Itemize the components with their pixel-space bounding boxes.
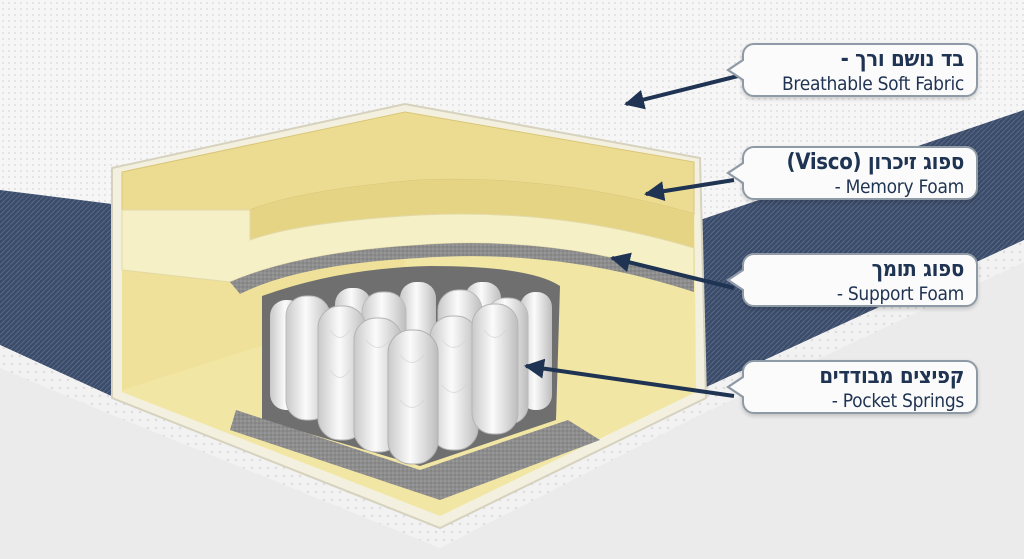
callout-fabric-english: Breathable Soft Fabric — [782, 72, 964, 95]
callout-fabric-hebrew: בד נושם ורך - — [840, 46, 965, 72]
callout-pocket-springs: קפיצים מבודדים - Pocket Springs — [726, 360, 978, 414]
callout-support-foam-hebrew: ספוג תומך — [871, 256, 965, 282]
callout-pocket-springs-english: - Pocket Springs — [831, 389, 965, 412]
callout-support-foam-english: - Support Foam — [836, 282, 964, 305]
side-band-left — [0, 190, 120, 400]
arrow-fabric — [624, 74, 739, 110]
callout-memory-foam-english: - Memory Foam — [834, 175, 965, 198]
pocket-springs — [270, 282, 552, 465]
base-felt — [230, 410, 600, 500]
callout-support-foam: ספוג תומך - Support Foam — [726, 253, 978, 307]
callout-pocket-springs-hebrew: קפיצים מבודדים — [819, 363, 964, 389]
arrow-support-foam — [610, 252, 735, 290]
bottom-border — [0, 240, 1024, 548]
callout-memory-foam-hebrew: ספוג זיכרון (Visco) — [786, 149, 964, 175]
arrow-pocket-springs — [524, 358, 735, 398]
arrows — [524, 74, 739, 398]
arrow-memory-foam — [644, 178, 735, 202]
felt-layer — [230, 243, 694, 294]
callout-fabric: בד נושם ורך - Breathable Soft Fabric — [726, 43, 978, 97]
callout-memory-foam: ספוג זיכרון (Visco) - Memory Foam — [726, 146, 978, 200]
